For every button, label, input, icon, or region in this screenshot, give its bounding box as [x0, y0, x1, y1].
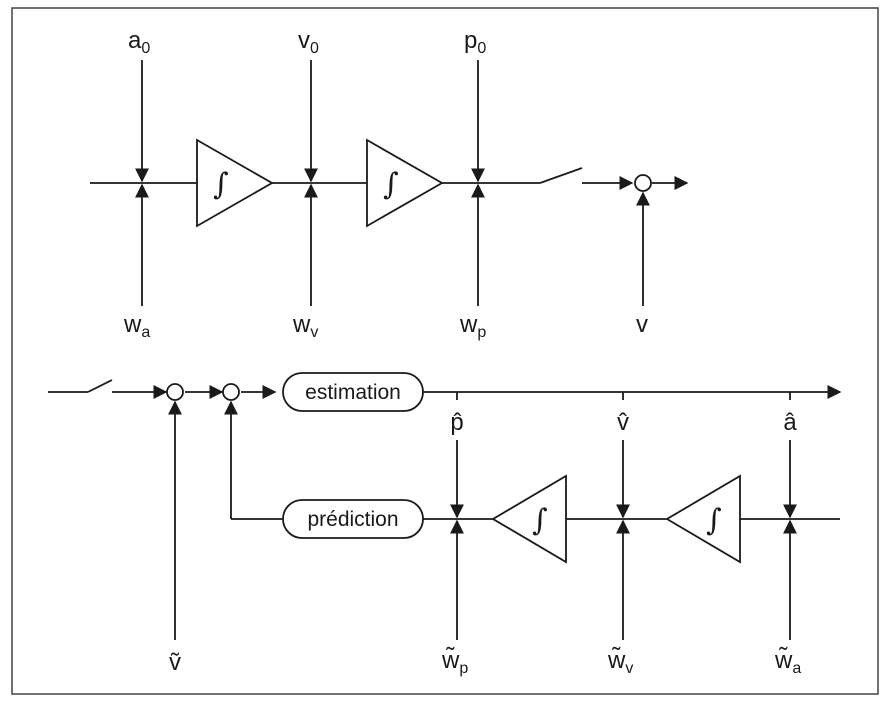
measurement-noise-label: v	[636, 311, 648, 338]
estimate-label-p: p̂	[450, 409, 463, 436]
diagram-frame	[11, 7, 879, 695]
noise-label-wa: wa	[123, 311, 150, 341]
noise-label-wv-tilde: w̃v	[607, 647, 633, 677]
integrator-symbol-bottom-1: ∫	[532, 503, 548, 538]
bottom-integrator-2	[665, 474, 741, 564]
input-label-p0: p0	[464, 27, 486, 57]
noise-label-wa-tilde: w̃a	[774, 647, 801, 677]
noise-label-wv: wv	[292, 311, 318, 341]
bottom-integrator-1	[491, 474, 567, 564]
prediction-feedback-line	[224, 400, 283, 520]
top-integrator-1	[196, 138, 274, 228]
bottom-summing-node-1	[166, 383, 184, 401]
estimation-box	[282, 372, 424, 412]
noise-input-label: ṽ	[169, 649, 181, 676]
integrator-symbol-top-2: ∫	[383, 167, 399, 202]
input-label-a0: a0	[128, 27, 150, 57]
top-signal-path	[90, 167, 689, 190]
integrator-symbol-top-1: ∫	[213, 167, 229, 202]
top-summing-node	[634, 174, 652, 192]
bottom-summing-node-2	[222, 383, 240, 401]
noise-label-wp-tilde: w̃p	[441, 647, 468, 677]
top-integrator-2	[366, 138, 444, 228]
input-label-v0: v0	[298, 27, 319, 57]
noise-label-wp: wp	[459, 311, 486, 341]
prediction-label: prédiction	[307, 508, 398, 531]
estimate-label-a: â	[783, 409, 797, 436]
estimate-label-v: v̂	[617, 409, 629, 436]
integrator-symbol-bottom-2: ∫	[706, 503, 722, 538]
bottom-signal-path	[48, 379, 842, 399]
estimation-label: estimation	[305, 381, 401, 404]
